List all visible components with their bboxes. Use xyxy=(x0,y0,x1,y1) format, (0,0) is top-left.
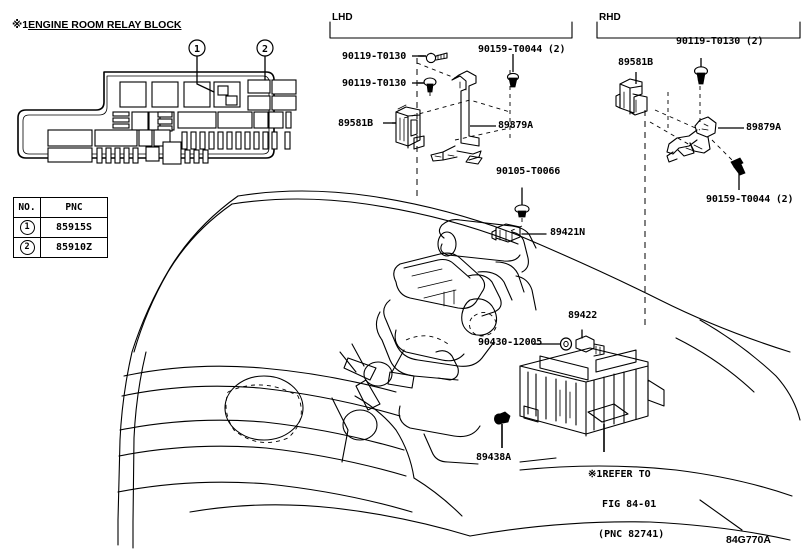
title-marker: ※1 xyxy=(12,19,29,31)
table-row: 1 85915S xyxy=(13,217,108,238)
part-label-90119-t0130-rhd: 90119-T0130 (2) xyxy=(676,36,764,47)
lhd-assembly xyxy=(395,52,520,200)
row-pnc-1: 85915S xyxy=(40,217,108,238)
circled-number-2: 2 xyxy=(19,240,35,255)
part-label-89581b-lhd: 89581B xyxy=(338,118,373,129)
part-label-90119-t0130-upper: 90119-T0130 xyxy=(342,51,407,62)
washer-90430-12005 xyxy=(533,337,573,351)
svg-text:1: 1 xyxy=(194,44,200,55)
lhd-sensor-89581b xyxy=(395,104,425,150)
reference-note-line3: (PNC 82741) xyxy=(598,529,665,540)
reference-note: ※1REFER TO FIG 84-01 (PNC 82741) xyxy=(576,452,664,542)
reference-note-line2: FIG 84-01 xyxy=(602,499,657,510)
page-title: ※1ENGINE ROOM RELAY BLOCK xyxy=(12,19,182,31)
section-bracket-lhd xyxy=(329,21,573,39)
part-label-90159-t0044-rhd: 90159-T0044 (2) xyxy=(706,194,794,205)
part-label-89581b-rhd: 89581B xyxy=(618,57,653,68)
header-pnc: PNC xyxy=(40,197,108,218)
title-text: ENGINE ROOM RELAY BLOCK xyxy=(28,19,182,31)
part-label-90105-t0066: 90105-T0066 xyxy=(496,166,561,177)
sensor-89438a xyxy=(494,411,511,448)
part-label-89421n: 89421N xyxy=(550,227,585,238)
section-bracket-rhd xyxy=(596,21,801,39)
section-label-rhd: RHD xyxy=(599,12,621,23)
relay-block-illustration: 1 2 xyxy=(17,39,297,165)
engine-relay-box-illustration xyxy=(519,347,665,437)
part-label-89879a-lhd: 89879A xyxy=(498,120,533,131)
lhd-bracket-89879a xyxy=(430,70,483,165)
part-label-89422: 89422 xyxy=(568,310,598,321)
figure-code: 84G770A xyxy=(726,534,771,546)
sensor-89421n xyxy=(491,223,547,243)
part-label-89438a: 89438A xyxy=(476,452,511,463)
car-body-illustration xyxy=(117,190,801,549)
sensor-89422 xyxy=(575,329,605,357)
table-row: 2 85910Z xyxy=(13,237,108,258)
section-label-lhd: LHD xyxy=(332,12,353,23)
rhd-bracket-89879a xyxy=(666,116,717,163)
part-label-89879a-rhd: 89879A xyxy=(746,122,781,133)
row-no-2: 2 xyxy=(13,237,41,258)
circled-number-1: 1 xyxy=(19,220,35,235)
part-label-90430-12005: 90430-12005 xyxy=(478,337,543,348)
reference-note-leader xyxy=(519,424,605,463)
reference-note-marker: ※1 xyxy=(588,469,603,480)
part-label-90159-t0044-lhd: 90159-T0044 (2) xyxy=(478,44,566,55)
svg-text:2: 2 xyxy=(262,44,268,55)
row-pnc-2: 85910Z xyxy=(40,237,108,258)
table-header-row: NO. PNC xyxy=(13,197,108,218)
rhd-assembly xyxy=(615,66,746,330)
engine-illustration xyxy=(339,219,537,465)
bolt-90105-t0066 xyxy=(507,187,530,233)
row-no-1: 1 xyxy=(13,217,41,238)
reference-note-line1: REFER TO xyxy=(602,469,651,480)
rhd-sensor-89581b xyxy=(615,78,648,116)
header-no: NO. xyxy=(13,197,41,218)
part-label-90119-t0130-lower: 90119-T0130 xyxy=(342,78,407,89)
pnc-table: NO. PNC 1 85915S 2 85910Z xyxy=(13,197,108,258)
